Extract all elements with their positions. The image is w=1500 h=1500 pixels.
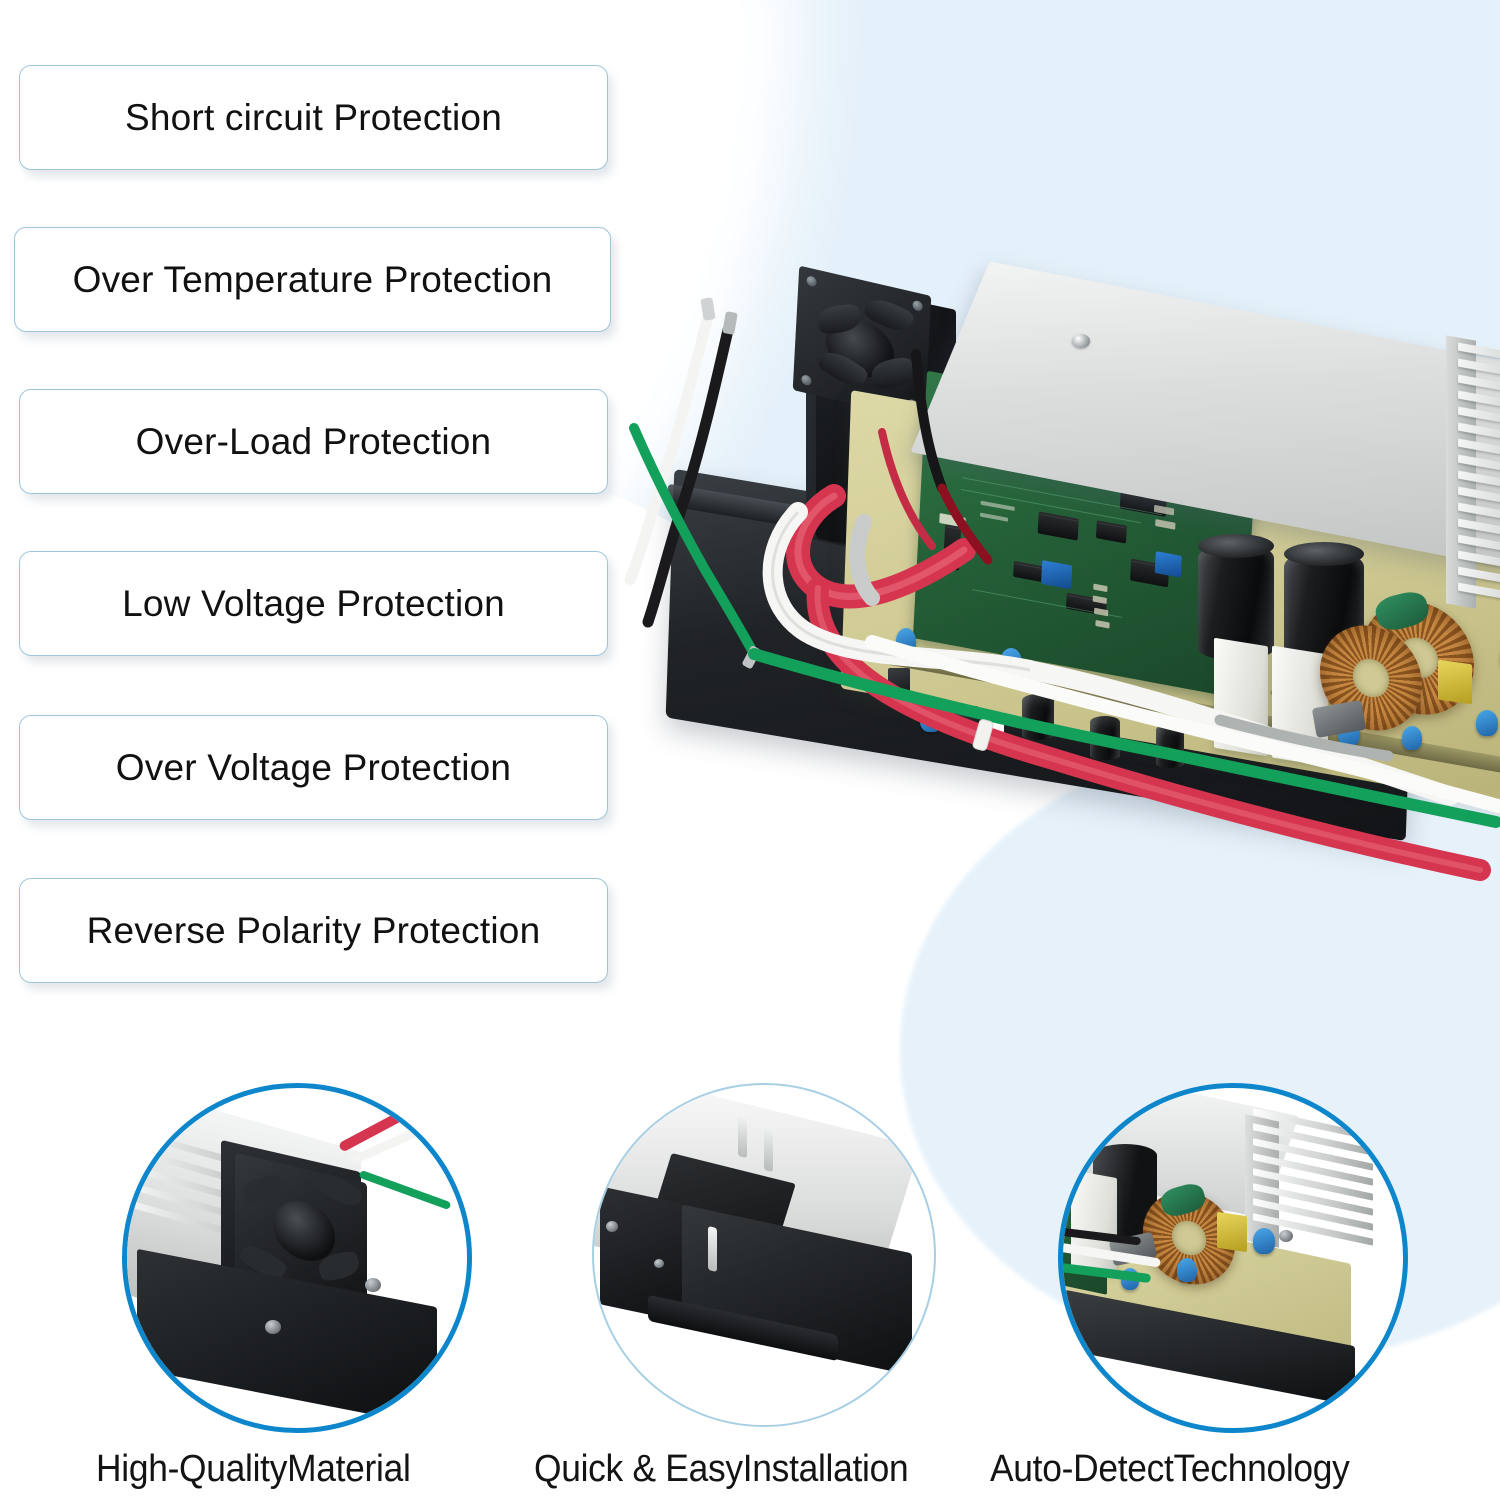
capacitor-top	[1198, 534, 1274, 558]
feature-label: Short circuit Protection	[124, 96, 502, 138]
feature-box-over-load[interactable]: Over-Load Protection	[19, 389, 608, 494]
feature-box-short-circuit[interactable]: Short circuit Protection	[19, 65, 608, 170]
ceramic-capacitor	[1402, 726, 1422, 750]
feature-list: Short circuit Protection Over Temperatur…	[0, 0, 640, 1010]
highlight-photo-heatsink-fan	[127, 1088, 467, 1428]
highlight-photo-mounting-bracket	[594, 1085, 934, 1425]
feature-box-over-temperature[interactable]: Over Temperature Protection	[14, 227, 611, 332]
cover-screw-icon	[1072, 334, 1090, 348]
capacitor-top	[1284, 542, 1364, 566]
feature-label: Over-Load Protection	[135, 420, 492, 462]
feature-label: Reverse Polarity Protection	[86, 909, 541, 951]
highlight-caption-auto-detect-technology: Auto-DetectTechnology	[990, 1448, 1350, 1490]
highlight-photo-circuit-board	[1063, 1088, 1403, 1428]
feature-label: Over Temperature Protection	[72, 258, 553, 300]
highlight-circle-row	[0, 1075, 1500, 1445]
ceramic-capacitor	[1476, 710, 1498, 736]
hero-product-photo	[620, 250, 1500, 910]
wiring-harness	[624, 297, 1500, 881]
highlight-circle-high-quality-material[interactable]	[122, 1083, 472, 1433]
feature-label: Over Voltage Protection	[115, 746, 512, 788]
feature-box-over-voltage[interactable]: Over Voltage Protection	[19, 715, 608, 820]
highlight-circle-quick-easy-installation[interactable]	[592, 1083, 936, 1427]
feature-label: Low Voltage Protection	[122, 582, 505, 624]
feature-box-reverse-polarity[interactable]: Reverse Polarity Protection	[19, 878, 608, 983]
highlight-circle-auto-detect-technology[interactable]	[1058, 1083, 1408, 1433]
highlight-caption-quick-easy-installation: Quick & EasyInstallation	[534, 1448, 909, 1490]
highlight-caption-high-quality-material: High-QualityMaterial	[96, 1448, 411, 1490]
feature-box-low-voltage[interactable]: Low Voltage Protection	[19, 551, 608, 656]
highlight-caption-row: High-QualityMaterial Quick & EasyInstall…	[0, 1448, 1500, 1500]
